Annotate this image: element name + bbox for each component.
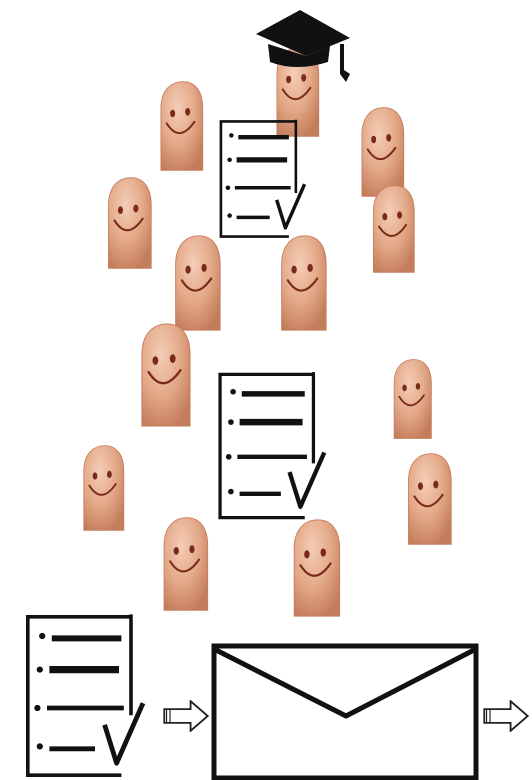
finger-smiley-icon xyxy=(362,108,404,197)
finger-smiley-icon xyxy=(373,186,414,273)
finger-smiley-icon xyxy=(164,518,208,611)
arrow-icon xyxy=(484,701,527,731)
finger-smiley-icon xyxy=(176,236,221,330)
group-with-lead xyxy=(108,10,414,330)
finger-smiley-icon xyxy=(408,454,451,545)
checklist-icon xyxy=(28,614,143,775)
finger-smiley-icon xyxy=(294,520,339,616)
finger-smiley-icon xyxy=(282,236,327,330)
finger-smiley-icon xyxy=(108,178,151,269)
envelope-icon xyxy=(214,646,476,778)
finger-smiley-icon xyxy=(394,359,431,438)
finger-smiley-icon xyxy=(84,446,124,531)
arrow-icon xyxy=(164,701,207,731)
checklist-icon xyxy=(221,120,305,237)
group-plain xyxy=(84,324,451,616)
finger-smiley-icon xyxy=(161,82,203,171)
finger-smiley-icon xyxy=(142,324,190,426)
checklist-icon xyxy=(220,372,324,517)
flow-row xyxy=(28,614,528,778)
